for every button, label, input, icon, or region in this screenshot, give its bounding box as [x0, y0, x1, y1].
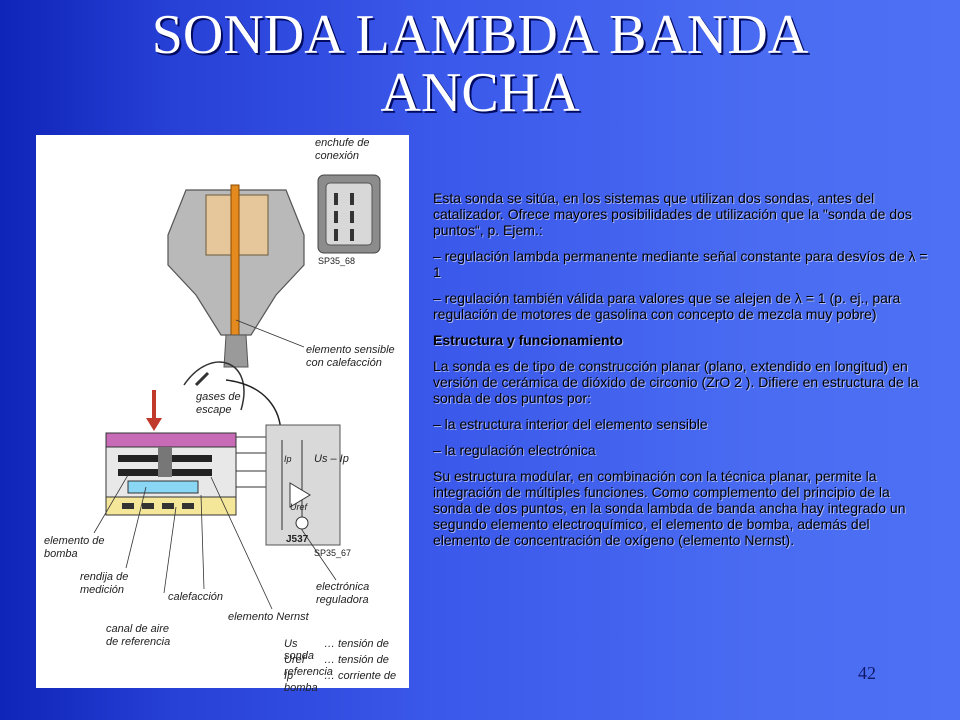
paragraph-bullet-3: – la estructura interior del elemento se…	[433, 416, 708, 432]
sensor-diagram-drawing	[93, 174, 381, 610]
legend-row: Ip… corriente de bomba	[284, 670, 409, 694]
sensor-diagram: enchufe de conexión SP35_68 elemento sen…	[36, 135, 409, 694]
page-number: 42	[858, 663, 876, 683]
label-nernst: elemento Nernst	[228, 611, 309, 623]
label-gases: gases de escape	[196, 391, 241, 416]
paragraph-modular: Su estructura modular, en combinación co…	[433, 468, 906, 548]
label-us-ip: Us – Ip	[314, 453, 349, 465]
paragraph-structure: La sonda es de tipo de construcción plan…	[433, 358, 919, 406]
label-sp35-68: SP35_68	[318, 256, 356, 266]
paragraph-bullet-2: – regulación también válida para valores…	[433, 290, 901, 322]
label-calefaccion: calefacción	[168, 591, 224, 603]
legend-symbol: Uref	[284, 654, 305, 666]
legend-text: … tensión de referencia	[284, 654, 389, 678]
label-uref: Uref	[290, 502, 308, 512]
control-circuit	[265, 424, 341, 546]
label-electronica: electrónica reguladora	[316, 581, 370, 606]
legend-row: Us… tensión de sonda	[284, 638, 409, 662]
section-heading: Estructura y funcionamiento	[433, 332, 623, 348]
label-j537: J537	[286, 534, 309, 545]
legend-text: … corriente de bomba	[284, 670, 397, 694]
sensor-tip	[223, 334, 249, 368]
legend-text: … tensión de sonda	[284, 638, 389, 662]
body-text: Esta sonda se sitúa, en los sistemas que…	[433, 190, 928, 558]
paragraph-bullet-1: – regulación lambda permanente mediante …	[433, 248, 928, 280]
legend-symbol: Ip	[284, 670, 294, 682]
label-sp35-67: SP35_67	[314, 548, 352, 558]
label-canal: canal de aire de referencia	[106, 623, 171, 648]
sensor-core-strip	[230, 184, 240, 336]
legend-symbol: Us	[284, 638, 298, 650]
paragraph-bullet-4: – la regulación electrónica	[433, 442, 596, 458]
label-elemento-sensible: elemento sensible con calefacción	[306, 344, 395, 369]
paragraph-intro: Esta sonda se sitúa, en los sistemas que…	[433, 190, 912, 238]
slide-title: SONDA LAMBDA BANDA ANCHA	[151, 4, 809, 124]
label-rendija: rendija de medición	[80, 571, 129, 596]
legend-row: Uref… tensión de referencia	[284, 654, 409, 678]
label-enchufe: enchufe de conexión	[315, 137, 370, 162]
label-ip: Ip	[284, 454, 292, 464]
label-elemento-bomba: elemento de bomba	[44, 535, 105, 560]
